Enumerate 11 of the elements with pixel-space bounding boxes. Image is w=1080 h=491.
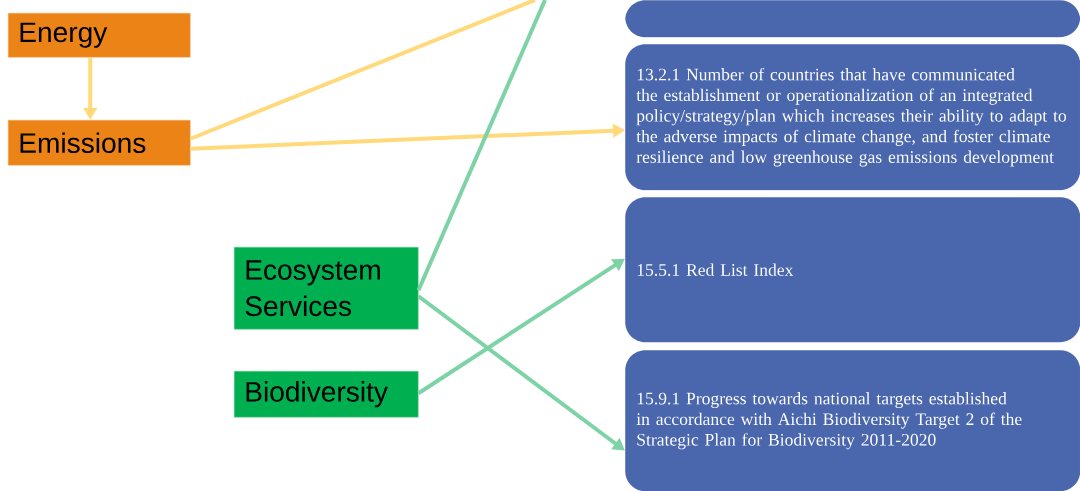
- arrow: [417, 294, 625, 451]
- indicator-box: 15.5.1 Red List Index: [625, 197, 1080, 343]
- connector-line: [416, 0, 547, 291]
- indicator-box: 13.2.1 Number of countries that have communicated the establishment or operationalization of an integrated policy/strategy/plan which increases their ability to adapt to the adverse impacts of climate change, and foster climate resilience and low greenhouse gas emissions development: [625, 44, 1080, 191]
- factor-box: Energy: [8, 13, 191, 58]
- connector-line: [189, 0, 536, 141]
- factor-box: Ecosystem Services: [234, 247, 419, 330]
- indicator-box: [625, 0, 1080, 38]
- factor-box: Biodiversity: [234, 371, 419, 418]
- indicator-box: 15.9.1 Progress towards national targets established in accordance with Aichi Biodiversity Target 2 of the Strategic Plan for Biodiversity 2011-2020: [625, 350, 1080, 491]
- factor-box: Emissions: [8, 120, 191, 166]
